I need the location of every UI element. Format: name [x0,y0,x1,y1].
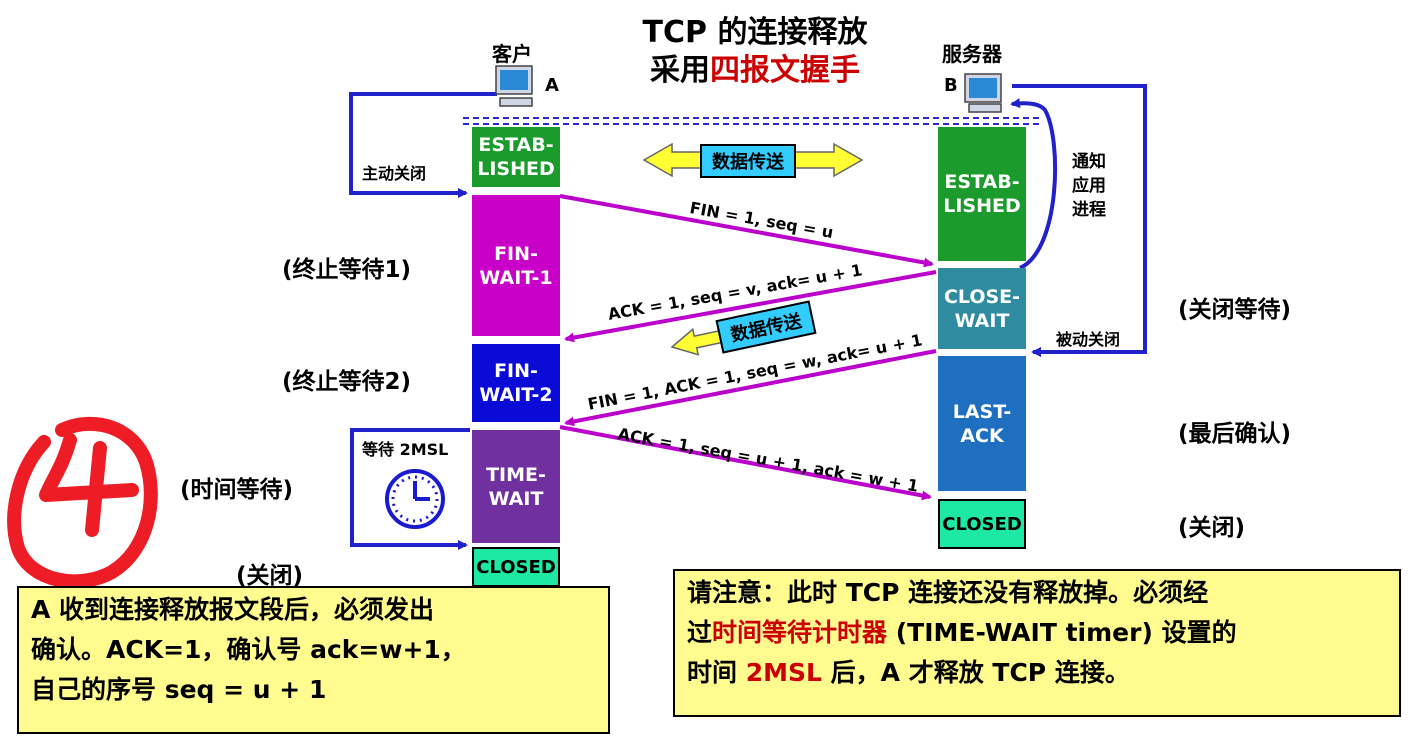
handwritten-four-mark [7,416,158,589]
wait-2msl-arrow [350,428,470,550]
notify-app-arrow [1010,98,1058,270]
note-right-line-1: 请注意：此时 TCP 连接还没有释放掉。必须经 [687,578,1209,607]
note-right-line-3: 时间 2MSL 后，A 才释放 TCP 连接。 [687,658,1130,687]
clock-icon [385,469,445,529]
label-server-closed: (关闭) [1178,515,1246,541]
fin-arrow [559,194,934,268]
data-transfer-badge-top: 数据传送 [700,144,796,178]
client-state-time-wait: TIME- WAIT [472,430,560,543]
fin-ack-arrow [564,349,937,427]
ack-arrow [564,270,937,343]
client-label: 客户 [492,42,532,66]
server-computer-icon [964,73,1002,113]
client-state-closed: CLOSED [472,547,560,587]
note-left-line-3: 自己的序号 seq = u + 1 [31,675,327,704]
server-state-established: ESTAB- LISHED [938,127,1026,261]
active-close-label: 主动关闭 [362,164,427,183]
title-line-1: TCP 的连接释放 [642,15,868,50]
label-last-ack: (最后确认) [1178,421,1292,447]
label-time-wait: (时间等待) [180,477,294,503]
label-fin-wait-1: (终止等待1) [282,257,412,283]
client-letter: A [545,75,559,96]
passive-close-label: 被动关闭 [1056,330,1121,349]
label-client-closed: (关闭) [236,563,304,589]
note-left-line-2: 确认。ACK=1，确认号 ack=w+1， [31,635,466,664]
label-close-wait: (关闭等待) [1178,297,1292,323]
note-right: 请注意：此时 TCP 连接还没有释放掉。必须经 过时间等待计时器 (TIME-W… [673,569,1401,717]
client-state-fin-wait-2: FIN- WAIT-2 [472,344,560,422]
passive-close-arrow [1012,84,1147,357]
server-letter: B [944,75,958,96]
client-computer-icon [495,65,533,107]
notify-app-label: 通知 应用 进程 [1072,152,1106,220]
final-ack-arrow [559,425,932,501]
note-left-line-1: A 收到连接释放报文段后，必须发出 [31,595,435,624]
label-fin-wait-2: (终止等待2) [282,369,412,395]
note-right-line-2: 过时间等待计时器 (TIME-WAIT timer) 设置的 [687,618,1237,647]
note-left: A 收到连接释放报文段后，必须发出 确认。ACK=1，确认号 ack=w+1， … [17,586,610,734]
diagram-title: TCP 的连接释放 采用四报文握手 [600,14,910,90]
server-state-closed: CLOSED [938,499,1026,549]
server-state-last-ack: LAST- ACK [938,356,1026,491]
active-close-arrow [349,92,497,198]
server-state-close-wait: CLOSE- WAIT [938,268,1026,349]
client-state-fin-wait-1: FIN- WAIT-1 [472,195,560,336]
server-label: 服务器 [942,42,1002,66]
wait-2msl-label: 等待 2MSL [362,440,449,459]
client-state-established: ESTAB- LISHED [472,127,560,187]
title-line-2: 采用四报文握手 [650,53,860,88]
